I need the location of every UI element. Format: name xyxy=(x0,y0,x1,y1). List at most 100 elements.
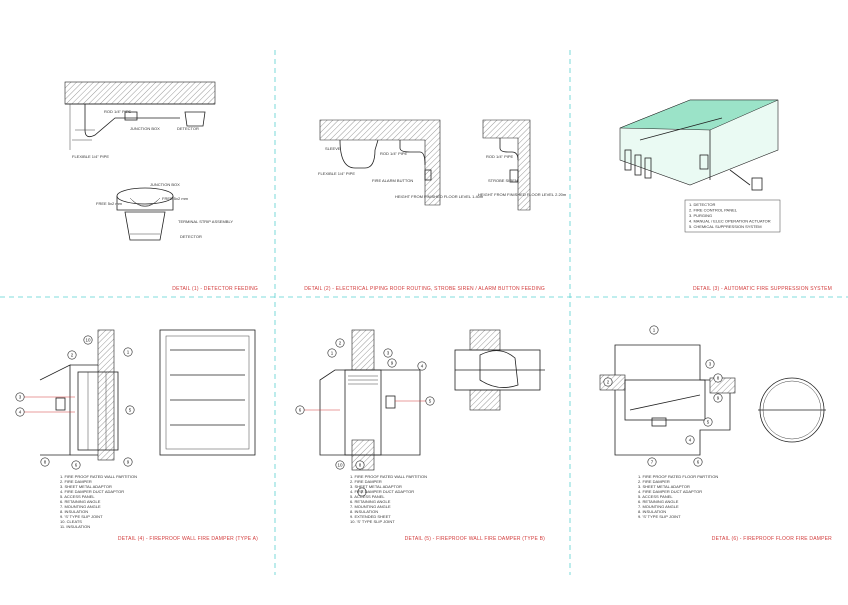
callout-number: 5 xyxy=(707,420,710,425)
legend-item: 10. 'S' TYPE SLIP JOINT xyxy=(350,519,395,524)
callout-number: 1 xyxy=(653,328,656,333)
callout-bubble xyxy=(355,460,365,470)
callout-bubble xyxy=(705,359,715,369)
callout-bubble xyxy=(67,350,77,360)
d2-label-h: HEIGHT FROM FINISHED FLOOR LEVEL 2.20m xyxy=(478,192,567,197)
cylinder-3 xyxy=(644,157,652,179)
callout-number: 10 xyxy=(85,338,91,343)
legend-item: 9. 'S' TYPE SLIP JOINT xyxy=(60,514,103,519)
detail-6-caption: DETAIL (6) - FIREPROOF FLOOR FIRE DAMPER xyxy=(712,536,832,542)
callout-bubble xyxy=(693,457,703,467)
detail-1: ROD 1/4" PIPE JUNCTION BOX DETECTOR FLEX… xyxy=(64,81,258,292)
callout-number: 1 xyxy=(127,350,130,355)
fire-damper-section xyxy=(77,371,119,451)
callout-bubble xyxy=(15,407,25,417)
legend-item: 2. FIRE DAMPER xyxy=(350,479,382,484)
suppression-pipe xyxy=(639,117,723,141)
d1-label-e: JUNCTION BOX xyxy=(150,182,180,187)
legend-item: 1. FIRE PROOF RATED WALL PARTITION xyxy=(60,474,137,479)
panel-grid xyxy=(0,50,848,575)
cylinder-1 xyxy=(624,149,632,171)
callout-bubble xyxy=(713,393,723,403)
d2-label-e: HEIGHT FROM FINISHED FLOOR LEVEL 1.40m xyxy=(395,194,484,199)
detail-2-caption: DETAIL (2) - ELECTRICAL PIPING ROOF ROUT… xyxy=(304,286,545,292)
callout-bubble xyxy=(417,361,427,371)
floor-damper-body xyxy=(624,379,706,421)
callout-bubble xyxy=(327,348,337,358)
legend-item: 6. RETAINING ANGLE xyxy=(638,499,679,504)
wall-top-side xyxy=(469,329,501,351)
callout-bubble xyxy=(83,335,93,345)
callout-number: 2 xyxy=(339,341,342,346)
d2-label-d: FIRE ALARM BUTTON xyxy=(372,178,413,183)
callout-bubble xyxy=(40,457,50,467)
alarm-button xyxy=(424,169,432,181)
legend-item: 4. FIRE DAMPER DUCT ADAPTOR xyxy=(350,489,414,494)
legend-item: 7. MOUNTING ANGLE xyxy=(350,504,391,509)
callout-number: 7 xyxy=(651,460,654,465)
legend-item: 3. SHEET METAL ADAPTOR xyxy=(638,484,690,489)
d1-label-d: FLEXIBLE 1/4" PIPE xyxy=(72,154,109,159)
legend-item: 7. MOUNTING ANGLE xyxy=(638,504,679,509)
callout-bubble xyxy=(335,338,345,348)
detail-3-caption: DETAIL (3) - AUTOMATIC FIRE SUPPRESSION … xyxy=(693,286,832,292)
legend-item: 2. FIRE DAMPER xyxy=(60,479,92,484)
ceiling-slab xyxy=(64,81,216,105)
detail-5-caption: DETAIL (5) - FIREPROOF WALL FIRE DAMPER … xyxy=(405,536,545,542)
cylinder-2 xyxy=(634,154,642,176)
legend-item: 2. FIRE DAMPER xyxy=(638,479,670,484)
access-panel xyxy=(55,397,66,411)
d1-label-a: ROD 1/4" PIPE xyxy=(104,109,132,114)
legend-item: 1. FIRE PROOF RATED WALL PARTITION xyxy=(350,474,427,479)
d3-legend-box xyxy=(684,199,781,233)
detector-head xyxy=(184,111,206,127)
wall-section-b xyxy=(482,119,531,211)
legend-item: 8. INSULATION xyxy=(60,509,88,514)
callout-number: 3 xyxy=(19,395,22,400)
wall-top xyxy=(351,329,375,371)
callout-bubble xyxy=(603,377,613,387)
conduit-pipe xyxy=(84,104,180,138)
junction-box xyxy=(124,111,138,121)
wall-bottom-side xyxy=(469,389,501,411)
damper-blade xyxy=(479,350,519,388)
callout-number: 4 xyxy=(689,438,692,443)
legend-item: 3. SHEET METAL ADAPTOR xyxy=(350,484,402,489)
d1-label-h: TERMINAL STRIP ASSEMBLY xyxy=(178,219,233,224)
legend-item: 1. FIRE PROOF RATED FLOOR PARTITION xyxy=(638,474,718,479)
callout-number: 9 xyxy=(391,361,394,366)
callout-number: 5 xyxy=(129,408,132,413)
callout-bubble xyxy=(123,347,133,357)
callout-bubble xyxy=(383,348,393,358)
legend-item: 5. ACCESS PANEL xyxy=(638,494,673,499)
callout-number: 1 xyxy=(331,351,334,356)
legend-item: 3. PURGING xyxy=(689,213,712,218)
callout-number: 3 xyxy=(387,351,390,356)
callout-number: 2 xyxy=(71,353,74,358)
legend-item: 3. SHEET METAL ADAPTOR xyxy=(60,484,112,489)
detail-4-caption: DETAIL (4) - FIREPROOF WALL FIRE DAMPER … xyxy=(118,536,258,542)
callout-number: 6 xyxy=(299,408,302,413)
callout-bubble xyxy=(357,487,367,497)
callout-bubble xyxy=(647,457,657,467)
callout-number: 8 xyxy=(717,376,720,381)
legend-item: 4. FIRE DAMPER DUCT ADAPTOR xyxy=(638,489,702,494)
legend-item: 7. MOUNTING ANGLE xyxy=(60,504,101,509)
floor-access-panel xyxy=(651,417,667,427)
callout-number: 7 xyxy=(361,490,364,495)
legend-item: 11. INSULATION xyxy=(60,524,90,529)
d2-label-g: STROBE SIREN xyxy=(488,178,518,183)
callout-bubble xyxy=(295,405,305,415)
callout-number: 10 xyxy=(337,463,343,468)
d1-label-b: JUNCTION BOX xyxy=(130,126,160,131)
d2-label-b: ROD 1/4" PIPE xyxy=(380,151,408,156)
